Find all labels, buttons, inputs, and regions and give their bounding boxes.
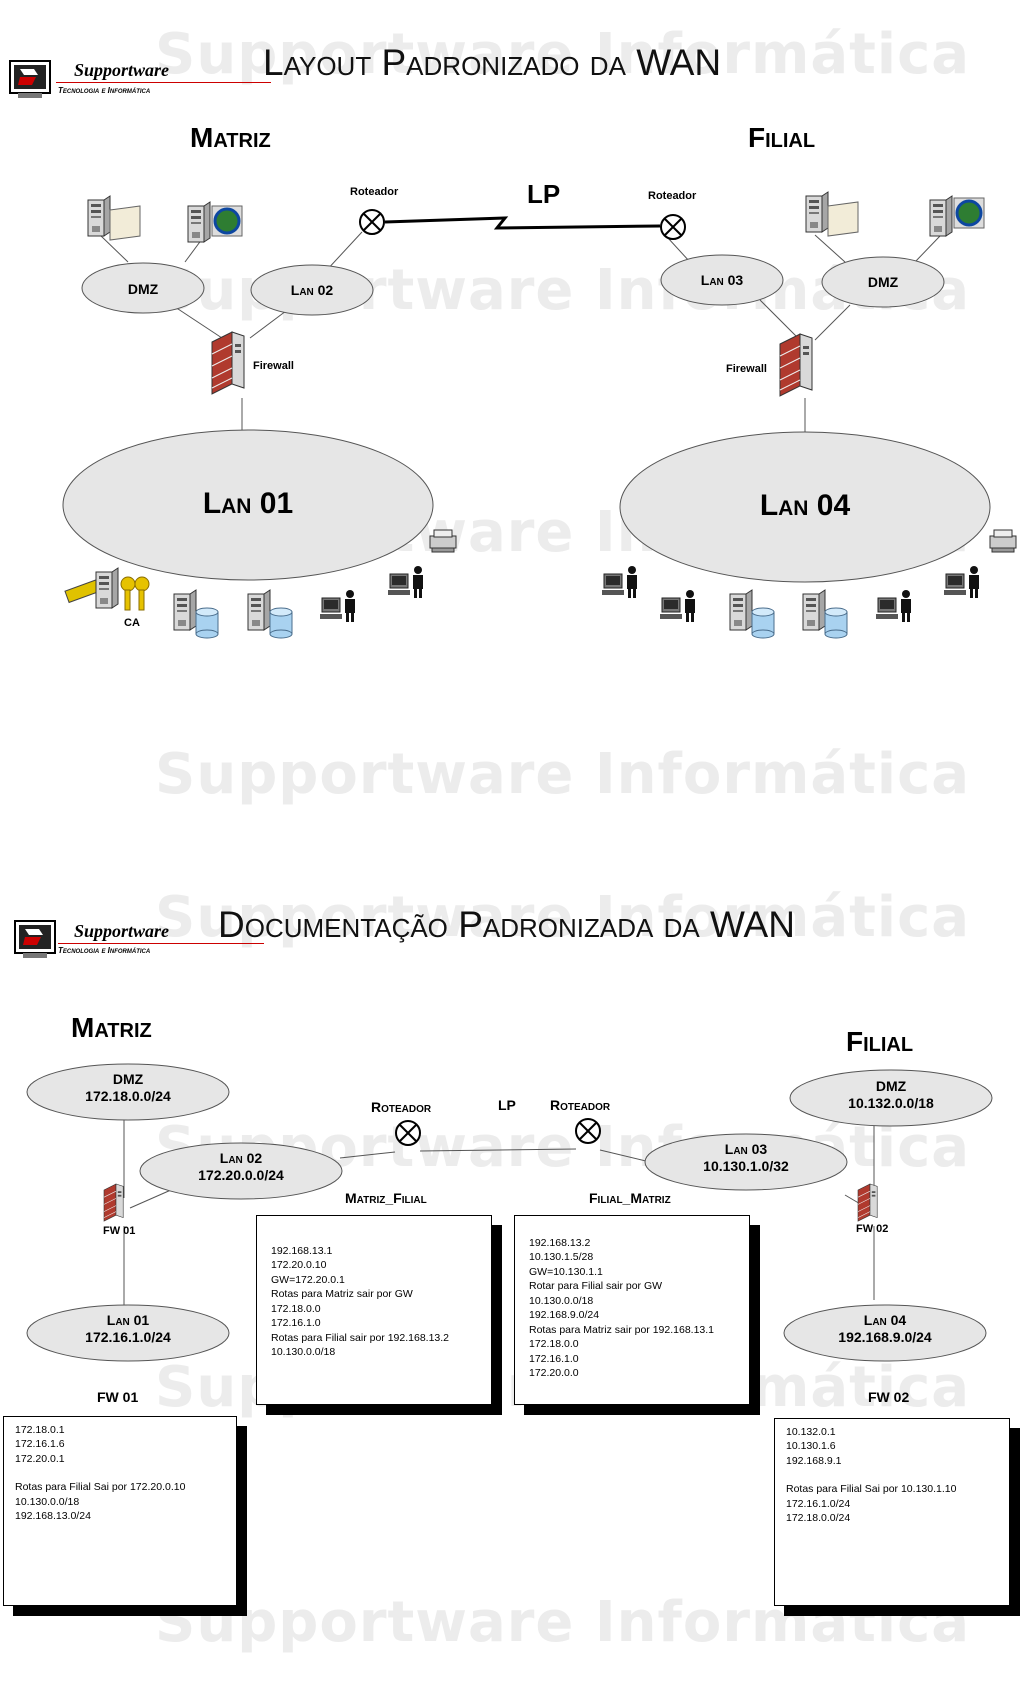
lan01-label: Lan 01: [202, 487, 294, 520]
config-line: 10.130.1.5/28: [529, 1251, 594, 1264]
fw02-label: FW 02: [856, 1223, 889, 1235]
watermark: Supportware Informática: [155, 22, 971, 87]
filial-matriz-config-box: 192.168.13.2 10.130.1.5/28 GW=10.130.1.1…: [514, 1215, 750, 1405]
network-name: Lan 04: [863, 1312, 907, 1328]
fw02-title: FW 02: [868, 1389, 910, 1405]
logo-tagline: Tecnologia e Informática: [58, 946, 151, 955]
config-line: Rotas para Filial Sai por 10.130.1.10: [786, 1483, 957, 1496]
config-line: 10.132.0.1: [786, 1426, 836, 1438]
lan03-label: Lan 03: [700, 272, 744, 288]
fw01-title: FW 01: [97, 1389, 139, 1405]
dmz-label: DMZ: [867, 274, 899, 290]
fw01-label: FW 01: [103, 1225, 136, 1237]
config-line: 172.20.0.0: [529, 1367, 579, 1380]
matriz-filial-title: Matriz_Filial: [345, 1190, 427, 1206]
router-label: Roteador: [371, 1099, 432, 1115]
network-address: 10.130.1.0/32: [703, 1157, 789, 1174]
lan03-doc-label: Lan 03 10.130.1.0/32: [646, 1141, 846, 1175]
config-line: [15, 1466, 222, 1480]
network-name: DMZ: [112, 1071, 144, 1087]
config-line: Rotas para Filial Sai por 172.20.0.10: [15, 1481, 186, 1494]
logo-underline: [56, 82, 271, 83]
watermark: Supportware Informática: [155, 885, 971, 950]
config-line: [786, 1468, 995, 1482]
config-line: 172.20.0.10: [271, 1259, 327, 1272]
config-line: 192.168.9.1: [786, 1454, 842, 1467]
network-name: Lan 01: [106, 1312, 150, 1328]
site-label-matriz: Matriz: [190, 122, 271, 153]
config-line: 172.16.1.0: [529, 1352, 579, 1365]
config-line: 172.18.0.0/24: [786, 1512, 851, 1525]
lan04-doc-label: Lan 04 192.168.9.0/24: [785, 1312, 985, 1346]
dmz-filial-label: DMZ 10.132.0.0/18: [791, 1078, 991, 1112]
config-line: 10.130.0.0/18: [529, 1294, 594, 1307]
watermark: Supportware Informática: [155, 742, 971, 807]
firewall-label: Firewall: [726, 363, 767, 375]
logo-name: Supportware: [74, 921, 170, 941]
logo-tagline: Tecnologia e Informática: [58, 86, 151, 95]
lan01-doc-label: Lan 01 172.16.1.0/24: [28, 1312, 228, 1346]
site-label-filial: Filial: [748, 122, 816, 153]
lan02-label: Lan 02: [290, 282, 334, 298]
network-name: DMZ: [875, 1078, 907, 1094]
config-line: 172.18.0.0: [271, 1302, 321, 1315]
config-line: Rotar para Filial sair por GW: [529, 1280, 663, 1293]
config-line: GW=172.20.0.1: [271, 1273, 345, 1286]
network-address: 172.16.1.0/24: [85, 1328, 171, 1345]
router-label: Roteador: [350, 186, 399, 198]
lp-label: LP: [498, 1097, 516, 1113]
page-title: Layout Padronizado da WAN: [263, 42, 722, 83]
lp-label: LP: [527, 179, 561, 209]
config-line: 10.130.1.6: [786, 1440, 836, 1453]
network-address: 172.20.0.0/24: [198, 1166, 284, 1183]
config-line: 172.16.1.0: [271, 1317, 321, 1330]
dmz-matriz-label: DMZ 172.18.0.0/24: [28, 1071, 228, 1105]
config-line: 172.16.1.0/24: [786, 1497, 851, 1510]
config-line: 172.18.0.0: [529, 1338, 579, 1351]
config-line: 192.168.9.0/24: [529, 1309, 600, 1322]
dmz-label: DMZ: [127, 281, 159, 297]
config-line: 172.16.1.6: [15, 1438, 65, 1451]
logo-name: Supportware: [74, 60, 170, 80]
network-name: Lan 02: [219, 1150, 263, 1166]
fw02-config-box: 10.132.0.1 10.130.1.6 192.168.9.1 Rotas …: [774, 1418, 1010, 1606]
logo-underline: [58, 943, 264, 944]
logo-icon: [14, 920, 56, 958]
config-line: 10.130.0.0/18: [271, 1346, 336, 1359]
network-address: 10.132.0.0/18: [848, 1094, 934, 1111]
config-line: Rotas para Matriz sair por GW: [271, 1288, 413, 1301]
page-title: Documentação Padronizada da WAN: [218, 904, 795, 945]
site-label-filial: Filial: [846, 1026, 914, 1057]
fw01-config-box: 172.18.0.1 172.16.1.6 172.20.0.1 Rotas p…: [3, 1416, 237, 1606]
config-line: 192.168.13.2: [529, 1237, 591, 1249]
config-line: Rotas para Filial sair por 192.168.13.2: [271, 1331, 450, 1344]
lan04-label: Lan 04: [759, 489, 851, 522]
firewall-label: Firewall: [253, 360, 294, 372]
config-line: 172.18.0.1: [15, 1424, 65, 1436]
network-address: 172.18.0.0/24: [85, 1087, 171, 1104]
config-line: 192.168.13.0/24: [15, 1510, 91, 1523]
config-line: Rotas para Matriz sair por 192.168.13.1: [529, 1323, 715, 1336]
network-name: Lan 03: [724, 1141, 768, 1157]
logo-icon: [9, 60, 51, 98]
config-line: 172.20.0.1: [15, 1452, 65, 1465]
matriz-filial-config-box: 192.168.13.1 172.20.0.10 GW=172.20.0.1 R…: [256, 1215, 492, 1405]
router-label: Roteador: [648, 190, 697, 202]
config-line: GW=10.130.1.1: [529, 1265, 603, 1278]
config-line: 10.130.0.0/18: [15, 1495, 80, 1508]
ca-label: CA: [124, 617, 140, 629]
filial-matriz-title: Filial_Matriz: [589, 1190, 671, 1206]
router-label: Roteador: [550, 1097, 611, 1113]
lan02-doc-label: Lan 02 172.20.0.0/24: [141, 1150, 341, 1184]
config-line: 192.168.13.1: [271, 1245, 333, 1257]
network-address: 192.168.9.0/24: [838, 1328, 932, 1345]
site-label-matriz: Matriz: [71, 1012, 152, 1043]
